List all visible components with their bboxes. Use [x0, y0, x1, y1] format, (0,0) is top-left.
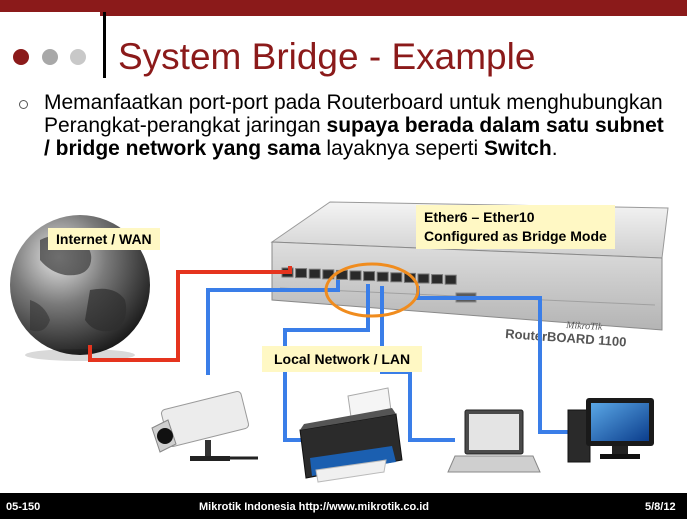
lan-label: Local Network / LAN: [262, 346, 423, 372]
header-bar: [0, 0, 687, 16]
footer-date: 5/8/12: [645, 501, 676, 513]
ethernet-port: [363, 271, 376, 282]
bridge-label-line1: Ether6 – Ether10: [424, 209, 535, 225]
title-dot-gray-1: [42, 49, 58, 65]
lan-cable-camera: [206, 280, 340, 375]
header-bar-gap: [0, 12, 100, 16]
slide-number: 05-150: [6, 501, 41, 513]
body-text-part2: layaknya seperti: [320, 137, 485, 160]
router-ports: [281, 267, 477, 303]
lan-cable-laptop: [380, 286, 455, 442]
printer-icon: [299, 387, 403, 483]
bridge-ports-highlight: [324, 262, 420, 318]
bridge-ports-label: Ether6 – Ether10 Configured as Bridge Mo…: [416, 205, 615, 249]
router-brand-text: RouterBOARD 1100: [505, 326, 627, 349]
ethernet-port: [444, 274, 457, 285]
desktop-computer-icon: [567, 398, 654, 463]
ethernet-port: [349, 270, 362, 281]
ethernet-port: [431, 274, 444, 285]
title-dot-red: [13, 49, 29, 65]
title-divider: [103, 12, 106, 78]
ethernet-port: [376, 271, 389, 282]
ethernet-port: [295, 268, 308, 279]
bridge-label-line2: Configured as Bridge Mode: [424, 228, 607, 244]
footer-site-text: Mikrotik Indonesia http://www.mikrotik.c…: [199, 501, 430, 513]
ip-camera-icon: [151, 390, 258, 461]
title-dot-gray-2: [70, 49, 86, 65]
wan-cable: [88, 266, 292, 362]
footer-bar: 05-150 Mikrotik Indonesia http://www.mik…: [0, 493, 687, 519]
slide-title: System Bridge - Example: [118, 36, 536, 77]
body-text-bold1: supaya berada dalam satu subnet / bridge…: [44, 114, 664, 160]
router-logo-text: MikroTik: [565, 320, 603, 333]
ethernet-port: [417, 273, 430, 284]
ethernet-port: [390, 272, 403, 283]
laptop-icon: [447, 409, 541, 473]
bullet-text: Memanfaatkan port-port pada Routerboard …: [44, 91, 664, 160]
body-text-bold2: Switch: [484, 137, 552, 160]
internet-label: Internet / WAN: [48, 228, 160, 250]
body-text-end: .: [551, 137, 558, 160]
bullet-icon: [19, 100, 28, 109]
body-text-part1: Memanfaatkan port-port pada Routerboard …: [44, 91, 663, 137]
ethernet-port: [308, 268, 321, 279]
